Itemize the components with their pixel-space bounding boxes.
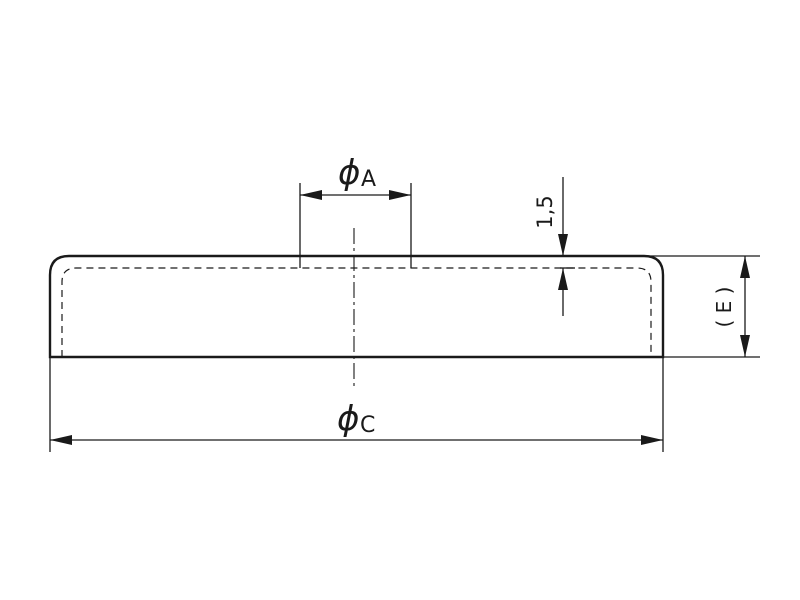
part-outline (48, 254, 665, 359)
diameter-symbol-c: ϕ (337, 399, 359, 439)
arrow-head-bottom (740, 335, 750, 357)
thickness-dimension: 1,5 (533, 177, 663, 316)
dimension-label-thickness: 1,5 (533, 195, 557, 228)
hidden-inner-contour (61, 267, 652, 357)
arrow-head-down (558, 234, 568, 256)
outer-diameter-dimension: ϕ C (49, 357, 664, 452)
inner-diameter-dimension: ϕ A (299, 153, 412, 268)
dimension-label-a: A (361, 167, 376, 192)
arrow-head-right (641, 435, 663, 445)
arrow-head-top (740, 256, 750, 278)
diameter-symbol-a: ϕ (338, 153, 360, 193)
height-dimension: ( E ) (663, 255, 760, 358)
arrow-head-left (50, 435, 72, 445)
arrow-head-up (558, 268, 568, 290)
arrow-head-right (389, 190, 411, 200)
dimension-label-c: C (360, 413, 375, 438)
dimension-label-e: ( E ) (712, 287, 736, 328)
arrow-head-left (300, 190, 322, 200)
